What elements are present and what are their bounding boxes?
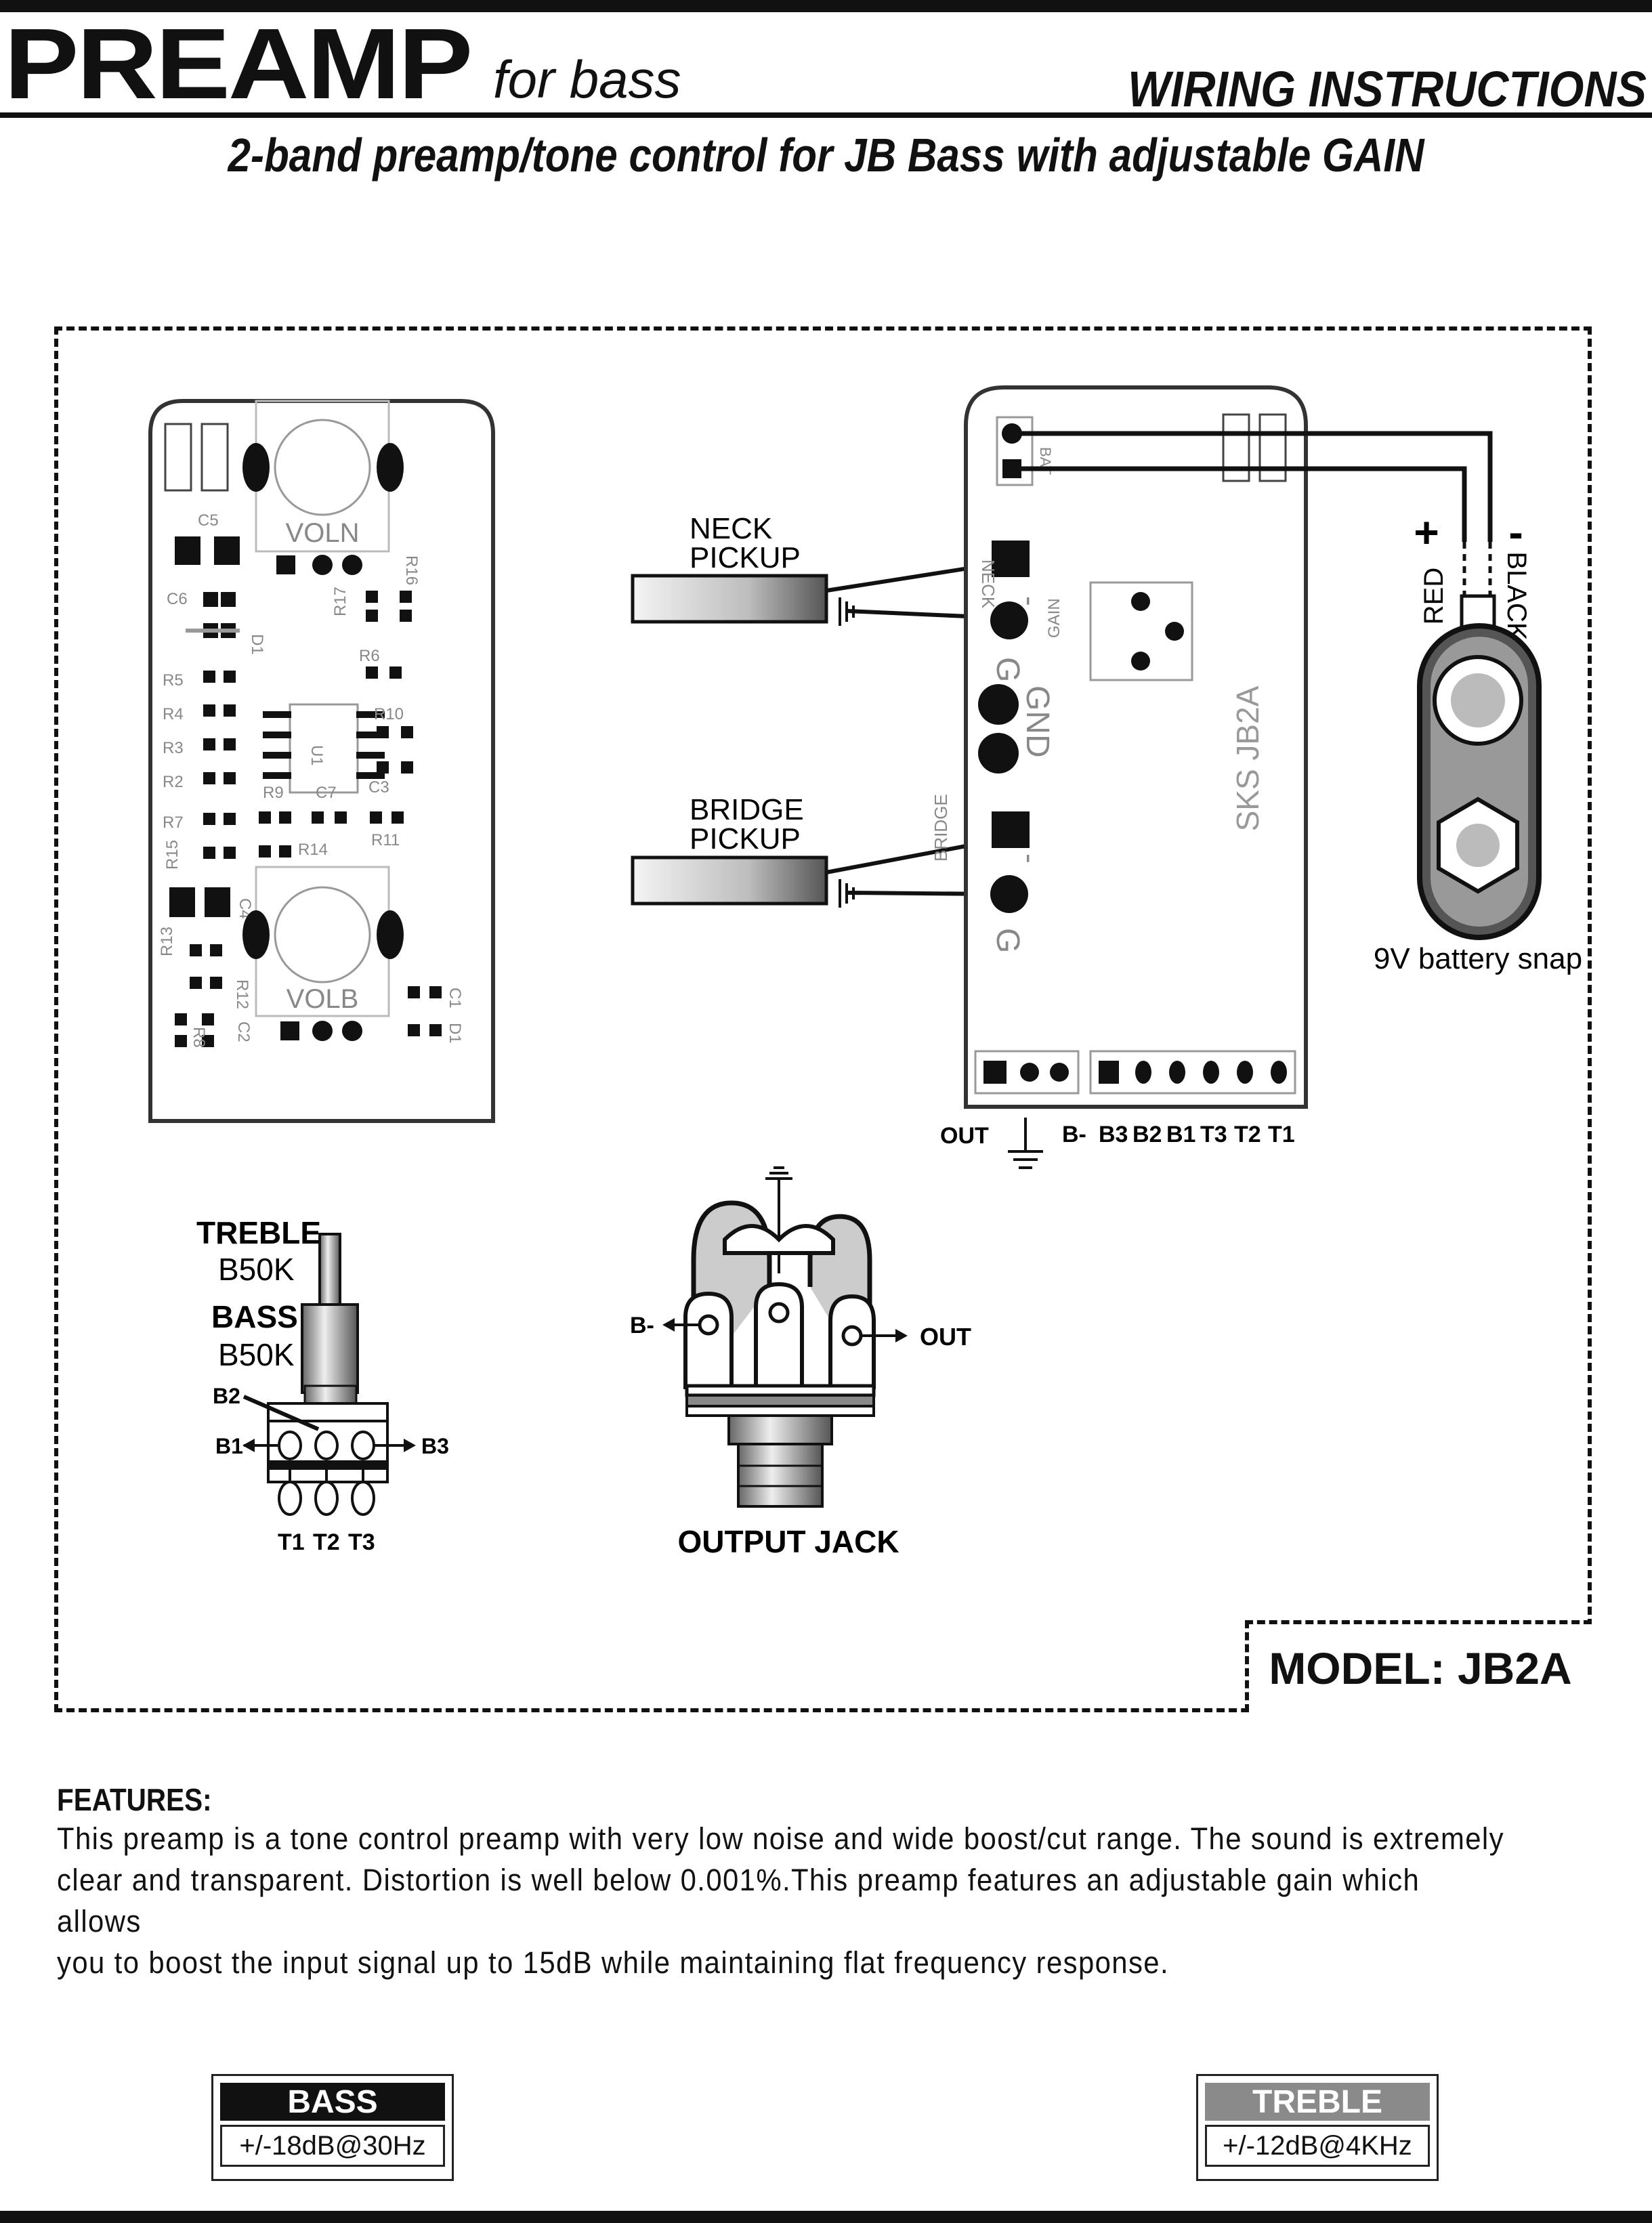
label-b1: B1 bbox=[1166, 1122, 1195, 1147]
treble-spec-value: +/-12dB@4KHz bbox=[1205, 2125, 1430, 2167]
right-pcb: BAT NECK - G GND GAIN SKS JB2A BRIDGE - … bbox=[931, 385, 1493, 1169]
neck-pickup: NECK PICKUP bbox=[631, 512, 999, 626]
features-title: FEATURES: bbox=[57, 1782, 212, 1817]
treble-spec-title: TREBLE bbox=[1205, 2083, 1430, 2121]
pot-b2: B2 bbox=[213, 1384, 240, 1408]
svg-text:C5: C5 bbox=[198, 511, 219, 530]
bass-spec-value: +/-18dB@30Hz bbox=[220, 2125, 445, 2167]
pot-b3: B3 bbox=[421, 1434, 449, 1458]
label-b2: B2 bbox=[1132, 1122, 1162, 1147]
label-b-minus: B- bbox=[1062, 1122, 1086, 1147]
svg-text:C1: C1 bbox=[446, 988, 464, 1009]
model-label: MODEL: JB2A bbox=[1245, 1620, 1592, 1712]
left-pcb: VOLN bbox=[148, 399, 495, 1123]
svg-text:C2: C2 bbox=[234, 1021, 253, 1042]
battery-minus: - bbox=[1508, 508, 1523, 557]
board-bottom-labels: OUT B- B3 B2 B1 T3 T2 T1 bbox=[940, 1122, 1295, 1149]
battery-red-label: RED bbox=[1419, 568, 1449, 624]
svg-text:R17: R17 bbox=[331, 587, 350, 616]
features-line-2: clear and transparent. Distortion is wel… bbox=[57, 1863, 1420, 1939]
features-line-3: you to boost the input signal up to 15dB… bbox=[57, 1945, 1169, 1980]
battery-plus: + bbox=[1414, 508, 1439, 557]
bridge-pickup-label-2: PICKUP bbox=[690, 822, 801, 855]
neck-pickup-label-2: PICKUP bbox=[690, 541, 801, 574]
header-rule bbox=[0, 112, 1652, 118]
pot-t3: T3 bbox=[348, 1529, 375, 1555]
treble-spec: TREBLE +/-12dB@4KHz bbox=[1196, 2074, 1439, 2181]
features-line-1: This preamp is a tone control preamp wit… bbox=[57, 1821, 1504, 1856]
diagram-frame bbox=[54, 326, 1592, 1712]
svg-text:C6: C6 bbox=[167, 590, 188, 608]
top-border bbox=[0, 0, 1652, 12]
svg-text:R4: R4 bbox=[163, 705, 184, 723]
pot-b1: B1 bbox=[215, 1434, 243, 1458]
label-t1: T1 bbox=[1268, 1122, 1295, 1147]
brand-subtitle: for bass bbox=[493, 49, 681, 109]
svg-text:R2: R2 bbox=[163, 773, 184, 791]
bottom-border bbox=[0, 2211, 1652, 2223]
battery-snap: + - RED BLACK 9V battery snap bbox=[1374, 508, 1582, 975]
bass-spec-title: BASS bbox=[220, 2083, 445, 2121]
g-label-neck: G bbox=[990, 657, 1025, 682]
bridge-pickup-label-1: BRIDGE bbox=[690, 793, 804, 826]
label-b3: B3 bbox=[1099, 1122, 1128, 1147]
label-t3: T3 bbox=[1200, 1122, 1227, 1147]
section-title: WIRING INSTRUCTIONS bbox=[1128, 61, 1647, 117]
potentiometer: TREBLE B50K BASS B50K B2 B1 B3 T1 T2 T3 bbox=[196, 1215, 449, 1555]
pot-top-label: VOLN bbox=[286, 518, 360, 548]
battery-caption: 9V battery snap bbox=[1374, 942, 1582, 975]
svg-text:R9: R9 bbox=[263, 784, 284, 802]
svg-text:R13: R13 bbox=[158, 927, 176, 956]
neck-pad-label: NECK bbox=[978, 559, 998, 609]
gnd-label: GND bbox=[1019, 685, 1055, 758]
pot-treble-value: B50K bbox=[218, 1252, 295, 1287]
neck-pickup-label-1: NECK bbox=[690, 512, 772, 545]
svg-text:D1: D1 bbox=[248, 634, 266, 655]
features-body: This preamp is a tone control preamp wit… bbox=[57, 1818, 1506, 1983]
label-out: OUT bbox=[940, 1123, 989, 1149]
svg-text:R11: R11 bbox=[371, 831, 400, 849]
pot-bottom-label: VOLB bbox=[287, 984, 359, 1014]
g-label-bridge: G bbox=[990, 928, 1025, 953]
svg-text:-: - bbox=[1013, 853, 1046, 864]
bridge-pad-label: BRIDGE bbox=[931, 794, 951, 862]
svg-text:D1: D1 bbox=[446, 1023, 464, 1044]
svg-text:R3: R3 bbox=[163, 739, 184, 757]
jack-b-minus: B- bbox=[630, 1313, 654, 1338]
svg-text:R16: R16 bbox=[402, 555, 421, 585]
svg-text:R14: R14 bbox=[298, 841, 328, 859]
pot-t2: T2 bbox=[313, 1529, 340, 1555]
svg-text:C3: C3 bbox=[368, 778, 389, 797]
page-subtitle: 2-band preamp/tone control for JB Bass w… bbox=[228, 129, 1424, 182]
svg-text:C7: C7 bbox=[316, 784, 337, 802]
svg-text:-: - bbox=[1013, 596, 1046, 606]
svg-text:R7: R7 bbox=[163, 813, 184, 832]
pot-treble-label: TREBLE bbox=[196, 1215, 321, 1250]
pot-t1: T1 bbox=[278, 1529, 305, 1555]
pot-bass-value: B50K bbox=[218, 1337, 295, 1372]
svg-text:R15: R15 bbox=[163, 840, 182, 870]
svg-text:R6: R6 bbox=[359, 647, 380, 665]
svg-text:U1: U1 bbox=[308, 745, 326, 766]
board-name: SKS JB2A bbox=[1230, 685, 1265, 831]
label-t2: T2 bbox=[1234, 1122, 1261, 1147]
pot-bass-label: BASS bbox=[211, 1299, 298, 1334]
bridge-pickup: BRIDGE PICKUP bbox=[631, 793, 999, 908]
output-jack: B- OUT OUTPUT JACK bbox=[630, 1166, 971, 1559]
svg-text:R8: R8 bbox=[190, 1027, 208, 1048]
brand-title: PREAMP bbox=[4, 8, 473, 120]
svg-text:R10: R10 bbox=[374, 705, 404, 723]
jack-caption: OUTPUT JACK bbox=[677, 1524, 899, 1559]
gain-label: GAIN bbox=[1045, 598, 1063, 638]
svg-text:R5: R5 bbox=[163, 671, 184, 690]
bass-spec: BASS +/-18dB@30Hz bbox=[211, 2074, 454, 2181]
jack-out: OUT bbox=[920, 1323, 971, 1351]
svg-text:R12: R12 bbox=[233, 979, 251, 1009]
battery-black-label: BLACK bbox=[1502, 551, 1531, 640]
